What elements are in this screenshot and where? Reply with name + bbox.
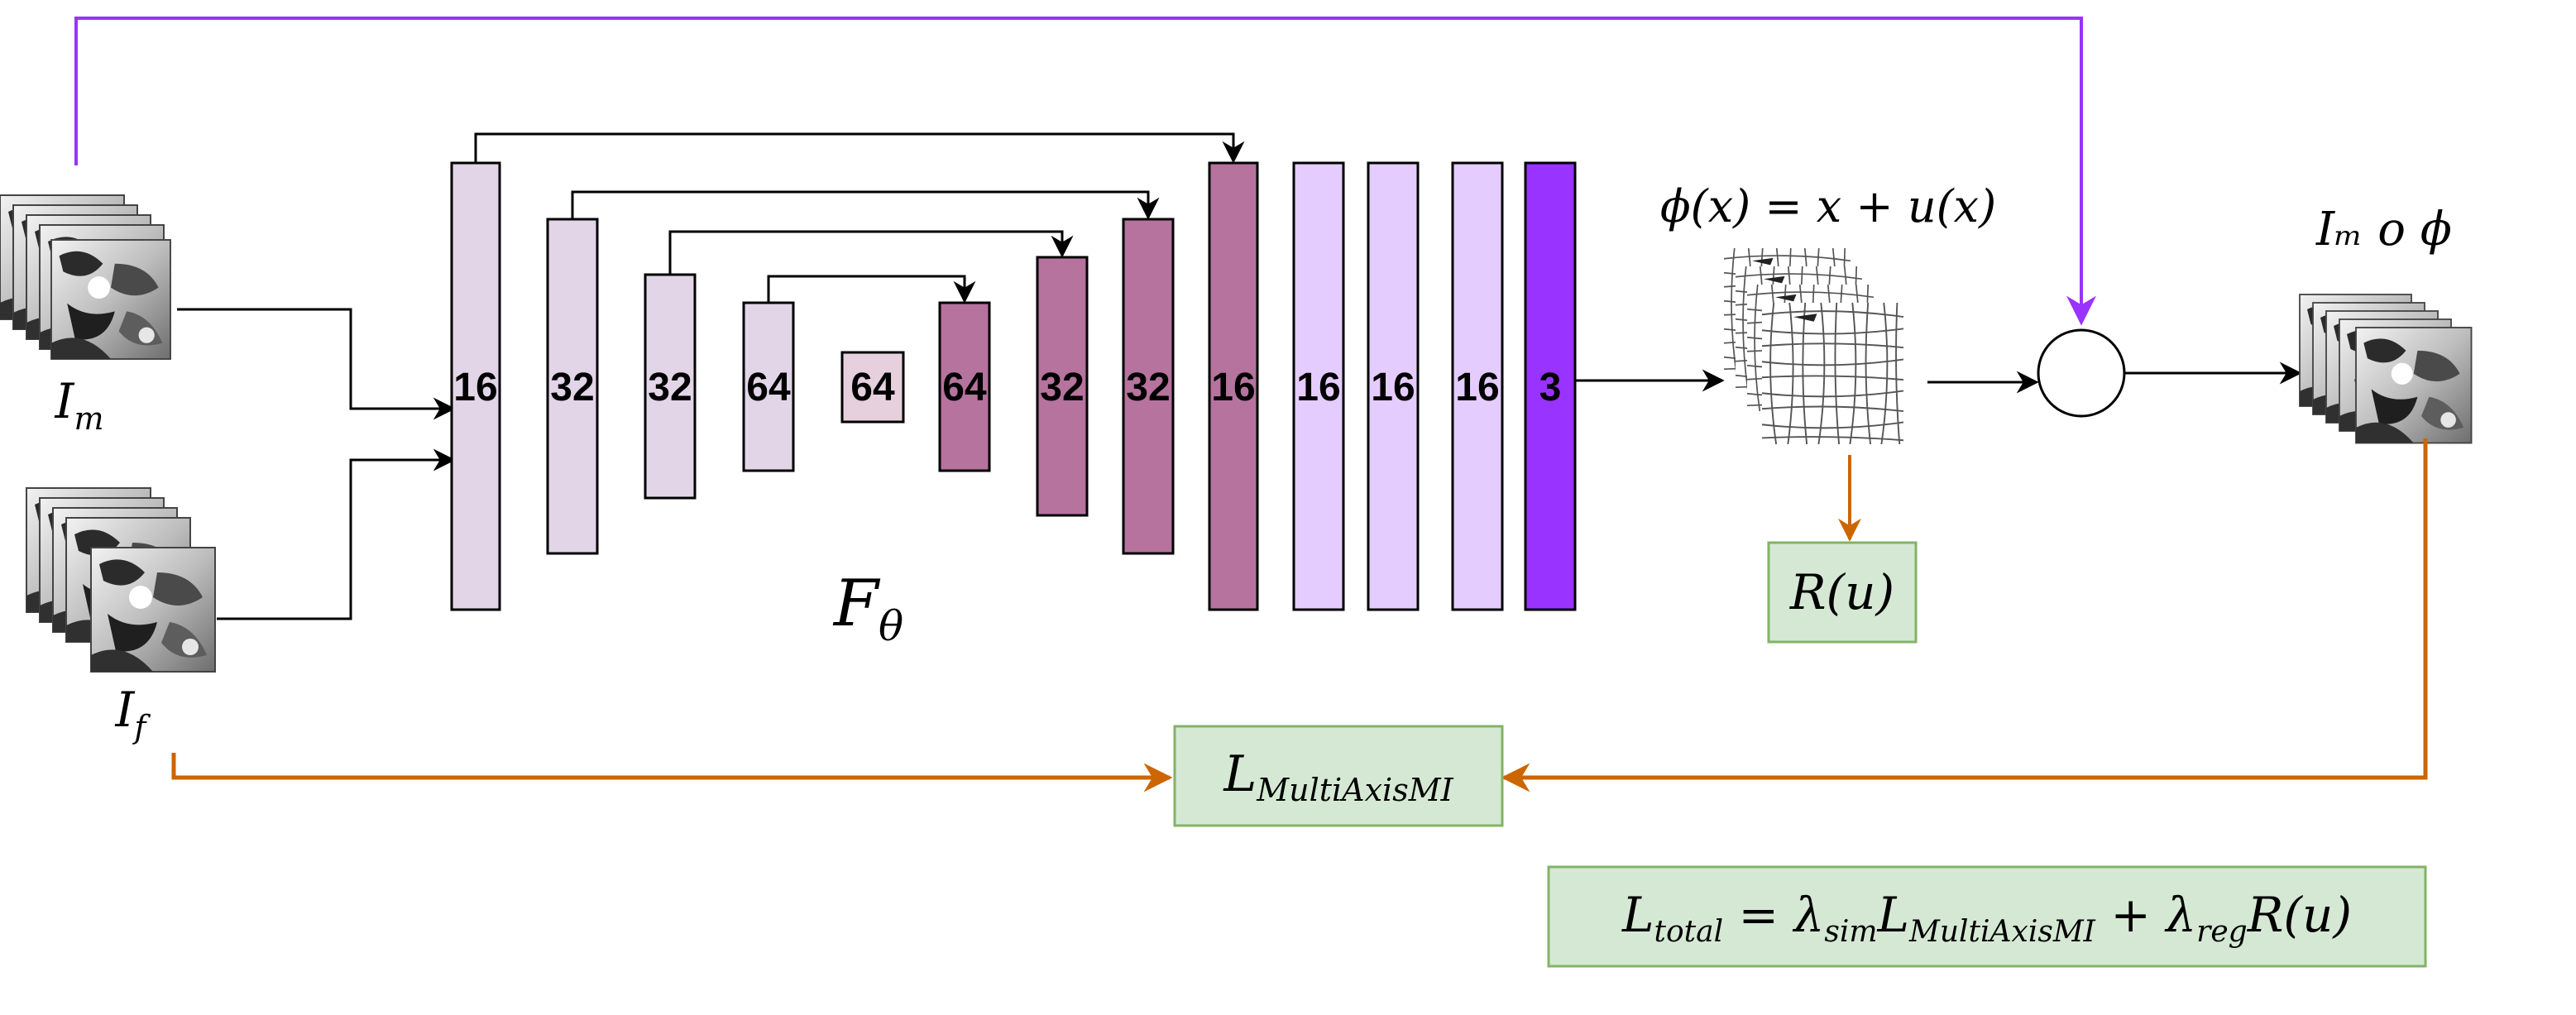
layer-label: 16	[1296, 366, 1340, 409]
layer-block	[938, 301, 991, 472]
layer-label: 16	[453, 366, 497, 409]
composition-operator	[2037, 328, 2126, 418]
skip-connection-arrow	[474, 132, 1245, 164]
similarity-loss-label: LMultiAxisMI	[1223, 745, 1453, 808]
moving-input-arrow	[177, 308, 456, 420]
layer-label: 64	[850, 366, 895, 409]
fixed-input-arrow	[217, 448, 456, 620]
layer-label: 16	[1211, 366, 1255, 409]
layer-block	[1451, 161, 1504, 611]
layer-block	[1367, 161, 1420, 611]
layer-label: 16	[1371, 366, 1415, 409]
layer-block	[1122, 218, 1175, 555]
layer-labels: 16 32 32 64 64 64 32 32 16 16 16 16 3	[453, 366, 1561, 409]
fixed-to-loss-arrow	[171, 753, 1173, 792]
layer-block	[546, 218, 599, 555]
layer-label: 16	[1455, 366, 1499, 409]
network-label: Fθ	[832, 567, 903, 650]
moving-image-skip-arrow	[74, 17, 2096, 326]
total-loss-formula: Ltotal = λsimLMultiAxisMI + λregR(u)	[1621, 887, 2352, 949]
skip-connection-arrow	[571, 190, 1160, 220]
layer-block	[1292, 161, 1345, 611]
regularizer-box	[1767, 541, 1918, 644]
network-layers	[450, 161, 1577, 611]
skip-connections	[474, 132, 1245, 304]
layer-label: 3	[1539, 366, 1562, 409]
layer-block	[1036, 256, 1089, 517]
layer-block	[742, 301, 795, 472]
regularizer-label: R(u)	[1789, 564, 1894, 620]
fixed-image-label: If	[115, 682, 151, 745]
moving-image-stack	[0, 194, 171, 360]
deformation-field-stack	[1723, 247, 1904, 445]
moving-image-label: Im	[55, 373, 104, 437]
skip-connection-arrow	[668, 230, 1074, 275]
warped-image-stack	[2299, 294, 2473, 444]
layer-block	[840, 351, 905, 424]
deformation-formula: ϕ(x) = x + u(x)	[1660, 180, 1996, 232]
layer-block	[450, 161, 501, 611]
layer-label: 32	[1040, 366, 1084, 409]
layer-label: 64	[746, 366, 791, 409]
fixed-image-stack	[26, 487, 216, 673]
layer-label: 64	[942, 366, 987, 409]
warped-image-label: Iₘ o ϕ	[2315, 203, 2452, 256]
warped-to-loss-arrow	[1501, 438, 2428, 792]
layer-block	[1208, 161, 1259, 611]
similarity-loss-box	[1173, 725, 1504, 827]
skip-connection-arrow	[767, 275, 976, 304]
total-loss-box	[1547, 865, 2427, 968]
layer-block	[1524, 161, 1577, 611]
layer-label: 32	[648, 366, 692, 409]
layer-label: 32	[1126, 366, 1170, 409]
layer-label: 32	[550, 366, 594, 409]
